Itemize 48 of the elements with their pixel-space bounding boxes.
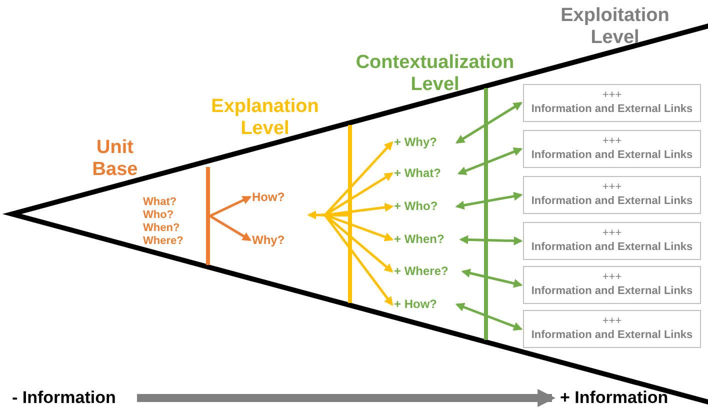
axis-label: + Information	[560, 387, 700, 409]
info-box	[523, 266, 701, 304]
question-label: How?	[252, 189, 287, 205]
plus-marks: +++	[601, 180, 623, 194]
plus-marks: +++	[601, 226, 623, 240]
plus-marks: +++	[601, 88, 623, 102]
level-title: Explanation Level	[210, 96, 320, 140]
question-label: + When?	[394, 231, 458, 248]
question-label: + Where?	[394, 263, 460, 280]
box-text: Information and External Links	[530, 284, 694, 298]
arrow	[322, 214, 394, 273]
arrow	[209, 196, 252, 218]
level-title: Exploitation Level	[560, 5, 670, 49]
plus-marks: +++	[601, 314, 623, 328]
box-text: Information and External Links	[530, 148, 694, 162]
question-label: + How?	[394, 296, 454, 313]
question-label: + What?	[394, 165, 456, 182]
question-label: + Who?	[394, 198, 454, 215]
arrow	[209, 214, 252, 242]
block-arrow	[137, 389, 556, 407]
arrow	[461, 268, 523, 288]
info-box	[523, 130, 701, 168]
level-bar	[206, 167, 210, 265]
info-box	[523, 84, 701, 122]
level-title: Contextualization Level	[354, 52, 516, 96]
question-label: + Why?	[394, 134, 454, 151]
level-bar	[348, 125, 352, 303]
info-box	[523, 310, 701, 348]
arrow	[457, 147, 523, 176]
box-text: Information and External Links	[530, 240, 694, 254]
arrow	[459, 235, 523, 246]
info-box	[523, 176, 701, 214]
box-text: Information and External Links	[530, 102, 694, 116]
arrow	[322, 214, 394, 306]
info-box	[523, 222, 701, 260]
axis-label: - Information	[12, 387, 137, 409]
arrow	[455, 102, 523, 144]
question-list: What? Who? When? Where?	[143, 196, 197, 254]
level-title: Unit Base	[91, 137, 139, 181]
plus-marks: +++	[601, 134, 623, 148]
plus-marks: +++	[601, 270, 623, 284]
box-text: Information and External Links	[530, 194, 694, 208]
arrow	[455, 302, 523, 331]
box-text: Information and External Links	[530, 328, 694, 342]
arrow	[320, 172, 394, 216]
question-label: Why?	[252, 232, 287, 248]
arrow	[322, 141, 394, 216]
arrow	[455, 192, 523, 210]
